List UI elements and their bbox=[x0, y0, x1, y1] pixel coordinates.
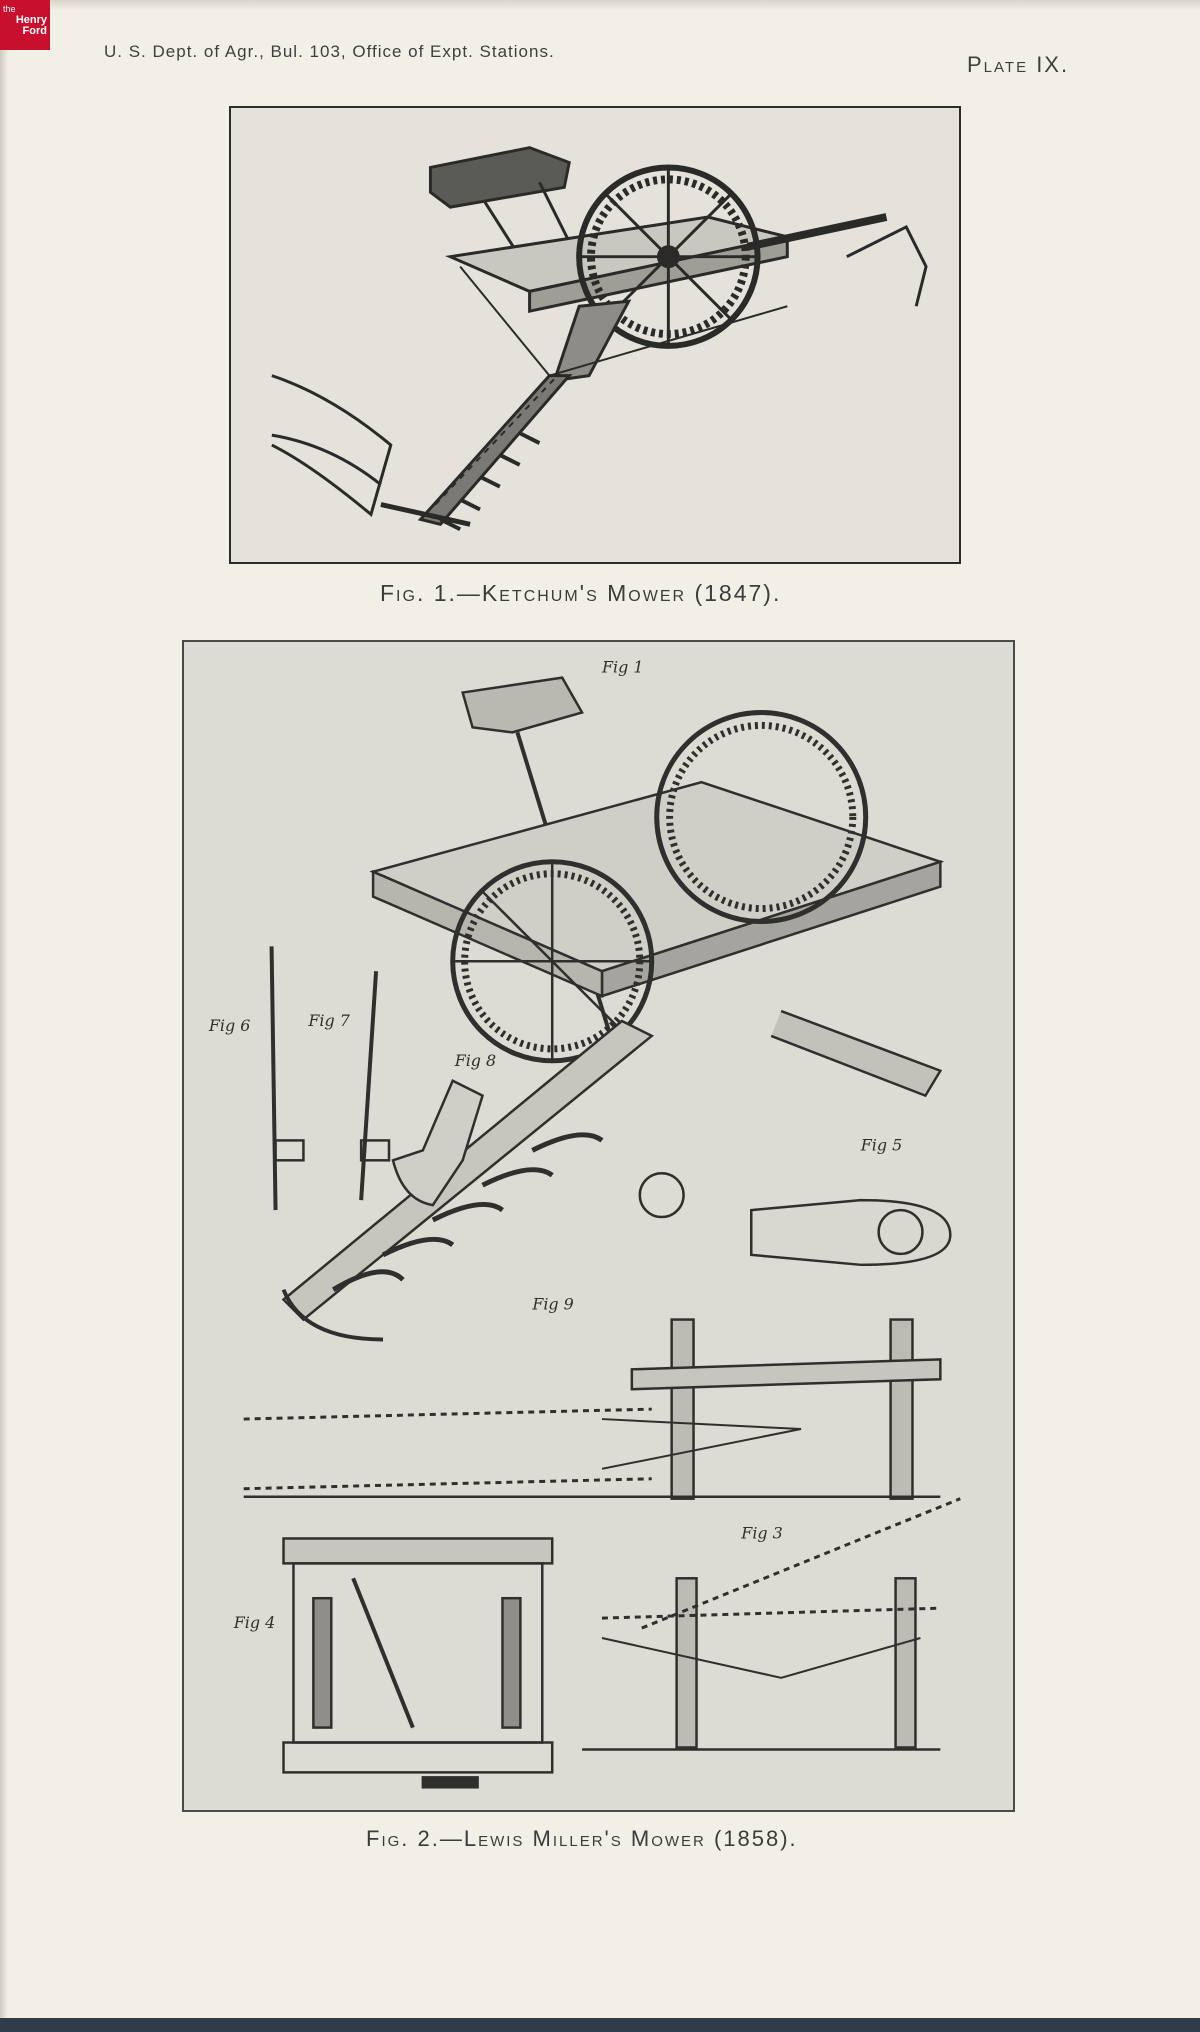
fig-8-label: Fig 8 bbox=[454, 1051, 496, 1070]
page-binding-shadow bbox=[0, 0, 8, 2032]
ketchum-mower-drawing bbox=[271, 146, 928, 532]
fig-7-label: Fig 7 bbox=[307, 1011, 350, 1030]
running-header: U. S. Dept. of Agr., Bul. 103, Office of… bbox=[104, 42, 555, 61]
figure-2-illustration: Fig 1 Fig 3 Fig 4 Fig 5 Fig 6 Fig 7 Fig … bbox=[182, 640, 1015, 1812]
plate-number: Plate IX. bbox=[967, 52, 1070, 77]
fig-5-label: Fig 5 bbox=[860, 1135, 902, 1154]
figure-1-illustration bbox=[229, 106, 961, 564]
fig-9-label: Fig 9 bbox=[531, 1295, 573, 1314]
fig-6-label: Fig 6 bbox=[208, 1016, 250, 1035]
fig-1-label: Fig 1 bbox=[601, 658, 643, 677]
fig-4-label: Fig 4 bbox=[233, 1613, 275, 1632]
figure-2-caption: Fig. 2.—Lewis Miller's Mower (1858). bbox=[366, 1826, 798, 1851]
book-cover-edge bbox=[0, 2018, 1200, 2032]
page-top-edge bbox=[0, 0, 1200, 10]
miller-mower-patent-drawing: Fig 1 Fig 3 Fig 4 Fig 5 Fig 6 Fig 7 Fig … bbox=[208, 658, 961, 1789]
fig-3-label: Fig 3 bbox=[740, 1523, 782, 1542]
figure-1-caption: Fig. 1.—Ketchum's Mower (1847). bbox=[380, 580, 782, 606]
henry-ford-logo: the Henry Ford bbox=[0, 0, 50, 50]
